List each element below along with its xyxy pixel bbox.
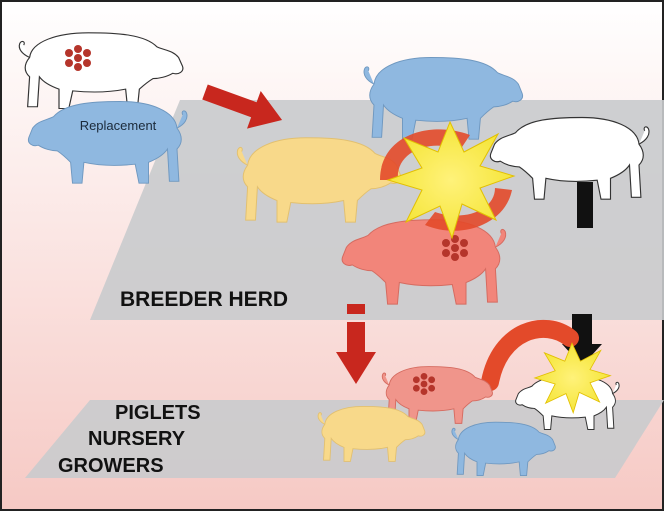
nursery-label: NURSERY [88,428,186,450]
replacement-label: Replacement [80,118,157,133]
black-arrow-shaft [577,182,593,228]
breeder-herd-label: BREEDER HERD [120,288,288,311]
growers-label: GROWERS [58,455,164,477]
piglets-label: PIGLETS [115,402,201,424]
